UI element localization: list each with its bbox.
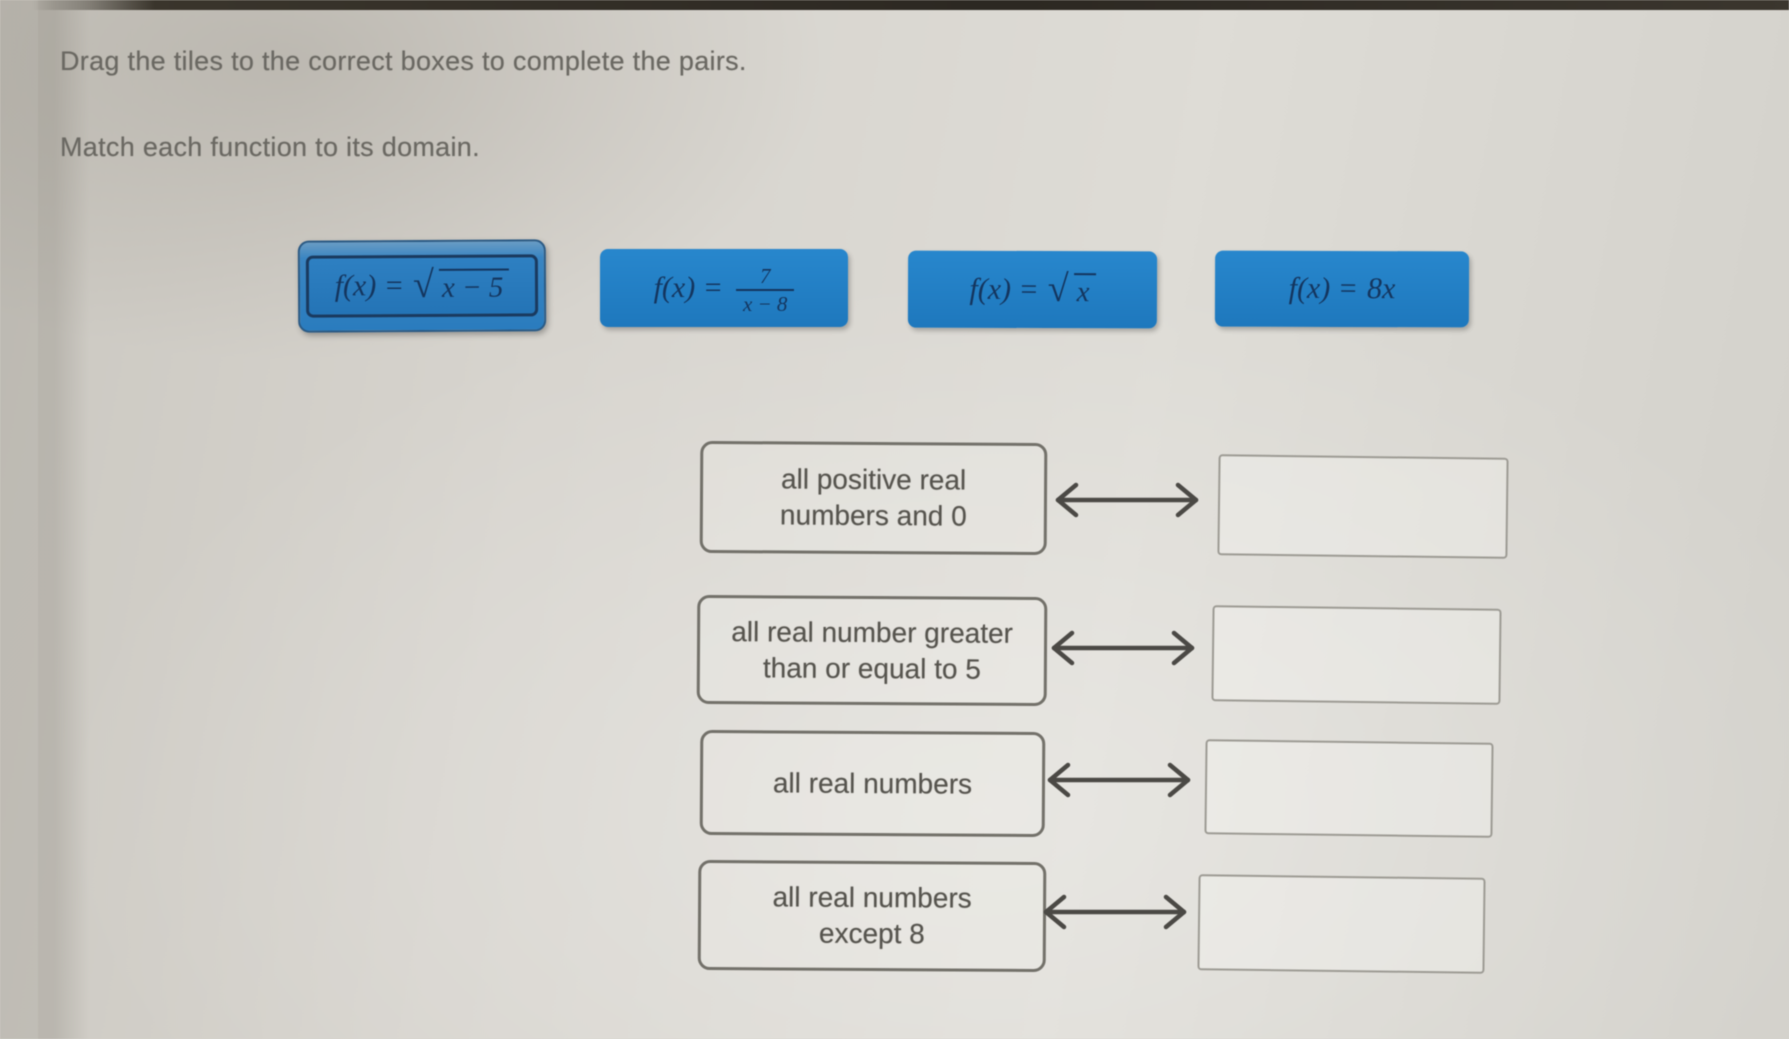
domain-label-positive-reals-and-0: all positive real numbers and 0 bbox=[699, 440, 1048, 556]
numerator: 7 bbox=[759, 263, 771, 288]
prompt-text: Match each function to its domain. bbox=[60, 132, 480, 162]
radicand: x bbox=[1073, 272, 1096, 308]
answer-dropzone-3[interactable] bbox=[1204, 739, 1494, 838]
label-line: numbers and 0 bbox=[779, 499, 967, 532]
function-prefix: f(x) = bbox=[1288, 271, 1359, 306]
radicand: x − 5 bbox=[438, 268, 510, 304]
answer-dropzone-1[interactable] bbox=[1217, 454, 1509, 559]
label-line: all real number greater bbox=[731, 615, 1014, 649]
selected-tile-highlight: f(x) = √ x − 5 bbox=[305, 254, 539, 318]
double-arrow-icon bbox=[1047, 762, 1191, 798]
screen-top-bezel bbox=[32, 0, 1789, 10]
denominator: x − 8 bbox=[735, 288, 795, 315]
label-line: all real numbers bbox=[772, 881, 972, 914]
label-line: all real numbers bbox=[772, 766, 973, 800]
double-arrow-icon bbox=[1055, 482, 1199, 518]
tile-f-8x[interactable]: f(x) = 8x bbox=[1214, 250, 1470, 328]
fraction: 7 x − 8 bbox=[735, 263, 795, 315]
function-prefix: f(x) = bbox=[334, 269, 405, 303]
domain-label-all-reals: all real numbers bbox=[699, 729, 1046, 838]
double-arrow-icon bbox=[1051, 630, 1195, 666]
radical-sign-icon: √ bbox=[1047, 267, 1069, 310]
answer-dropzone-2[interactable] bbox=[1211, 605, 1502, 705]
function-prefix: f(x) = bbox=[969, 272, 1039, 306]
expression: 8x bbox=[1366, 272, 1396, 306]
tile-f-sqrt-x[interactable]: f(x) = √ x bbox=[907, 250, 1158, 329]
radical-sign-icon: √ bbox=[412, 263, 434, 307]
function-prefix: f(x) = bbox=[653, 271, 723, 304]
tile-f-sqrt-x-minus-5[interactable]: f(x) = √ x − 5 bbox=[297, 239, 547, 333]
instruction-text: Drag the tiles to the correct boxes to c… bbox=[60, 46, 747, 76]
domain-label-ge-5: all real number greater than or equal to… bbox=[696, 594, 1048, 707]
double-arrow-icon bbox=[1043, 894, 1187, 930]
label-line: except 8 bbox=[818, 917, 925, 950]
label-line: all positive real bbox=[780, 463, 967, 496]
label-line: than or equal to 5 bbox=[762, 651, 981, 685]
domain-label-all-reals-except-8: all real numbers except 8 bbox=[697, 859, 1047, 973]
answer-dropzone-4[interactable] bbox=[1197, 874, 1486, 974]
tile-f-7-over-x-minus-8[interactable]: f(x) = 7 x − 8 bbox=[600, 249, 848, 327]
